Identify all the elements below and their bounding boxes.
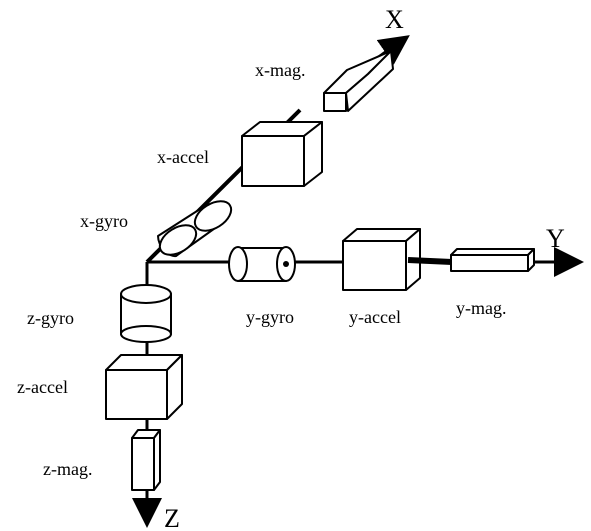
z-accel-cube	[105, 354, 183, 420]
x-gyro-cylinder	[157, 200, 233, 258]
y-gyro-cylinder	[228, 246, 296, 282]
x-gyro-label: x-gyro	[80, 211, 128, 231]
x-axis-label: X	[385, 5, 404, 34]
y-accel-label: y-accel	[349, 307, 401, 327]
y-axis-label: Y	[546, 224, 565, 253]
y-gyro-label: y-gyro	[246, 307, 294, 327]
z-mag-sensor	[131, 429, 161, 491]
z-mag-label: z-mag.	[43, 459, 92, 479]
z-gyro-cylinder	[120, 284, 172, 343]
z-axis-label: Z	[164, 504, 180, 531]
z-gyro-label: z-gyro	[27, 308, 74, 328]
x-mag-sensor	[323, 50, 394, 112]
x-mag-label: x-mag.	[255, 60, 305, 80]
y-mag-label: y-mag.	[456, 298, 506, 318]
x-accel-cube	[241, 121, 323, 187]
z-accel-label: z-accel	[17, 377, 68, 397]
x-accel-label: x-accel	[157, 147, 209, 167]
y-accel-mag-link	[407, 257, 453, 265]
y-mag-sensor	[450, 248, 535, 272]
